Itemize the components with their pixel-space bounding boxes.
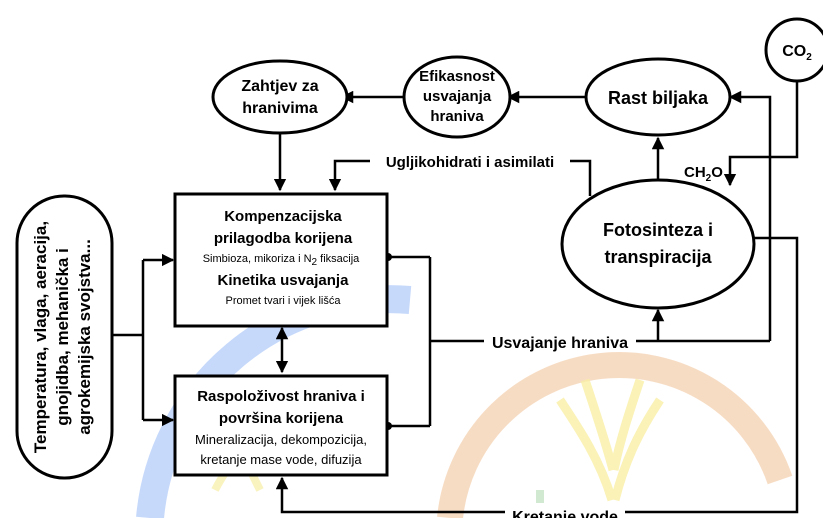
komp-detail-after: fiksacija [317, 253, 360, 265]
raspol-title-2: površina korijena [219, 410, 344, 427]
factors-capsule [15, 194, 114, 480]
raspol-detail-1: Mineralizacija, dekompozicija, [195, 432, 367, 447]
komp-detail: Simbioza, mikoriza i N2 fiksacija [203, 253, 360, 268]
komp-title-2: prilagodba korijena [214, 230, 353, 247]
line-kretanje-vode [275, 236, 799, 514]
node-factors: Temperatura, vlaga, aeracija, gnojidba, … [15, 194, 114, 480]
co2-circle [764, 17, 823, 83]
usvajanje-bg [484, 331, 636, 352]
node-fotosinteza: Fotosinteza i transpiracija [560, 178, 756, 310]
co2-base: CO [782, 43, 806, 60]
raspolozivost-box [173, 374, 389, 477]
arrow-co2-to-fotosinteza [723, 80, 799, 187]
node-efikasnost: Efikasnost usvajanja hraniva [402, 55, 512, 139]
ugljiko-label: Ugljikohidrati i asimilati [386, 154, 554, 171]
watermark-wheat [556, 378, 664, 502]
co2-subscript: 2 [806, 52, 812, 63]
edge-label-ch2o: CH2O [684, 164, 723, 184]
factors-label-2: gnojidba, mehanička i [53, 248, 72, 426]
ch2o-label: CH2O [684, 164, 723, 184]
kretanje-label: Kretanje vode [512, 509, 618, 518]
komp-detail-sub: 2 [312, 257, 318, 268]
watermark-orange-arc [437, 352, 793, 518]
node-co2: CO2 [764, 17, 823, 83]
factors-label-3: agrokemijska svojstva... [75, 239, 94, 435]
zahtjev-label-2: hranivima [242, 100, 318, 117]
komp-title-1: Kompenzacijska [224, 208, 342, 225]
usvajanje-label: Usvajanje hraniva [492, 335, 628, 352]
raspol-detail-2: kretanje mase vode, difuzija [200, 452, 362, 467]
zahtjev-label-1: Zahtjev za [241, 78, 318, 95]
komp-detail-before: Simbioza, mikoriza i N [203, 253, 312, 265]
node-kompenzacijska: Kompenzacijska prilagodba korijena Simbi… [173, 192, 389, 328]
fotosinteza-label-2: transpiracija [604, 247, 712, 267]
komp-detail-2: Promet tvari i vijek lišća [226, 295, 342, 307]
node-raspolozivost: Raspoloživost hraniva i površina korijen… [173, 374, 389, 477]
efikasnost-label-1: Efikasnost [419, 68, 495, 85]
arrow-up-to-rast [728, 90, 772, 341]
efikasnost-label-2: usvajanja [423, 88, 492, 105]
factors-label-1: Temperatura, vlaga, aeracija, [31, 221, 50, 453]
fotosinteza-ellipse [560, 178, 756, 310]
efikasnost-ellipse [402, 55, 512, 139]
kompenzacijska-box [173, 192, 389, 328]
ugljiko-bg [370, 151, 570, 172]
ch2o-subscript: 2 [706, 173, 712, 184]
edge-label-kretanje: Kretanje vode [505, 503, 625, 518]
raspol-title-1: Raspoloživost hraniva i [197, 388, 365, 405]
rast-label: Rast biljaka [608, 88, 709, 108]
node-rast: Rast biljaka [584, 57, 732, 137]
rast-ellipse [584, 57, 732, 137]
komp-title-3: Kinetika usvajanja [218, 272, 350, 289]
ch2o-base2: O [711, 164, 723, 181]
co2-label: CO2 [782, 43, 812, 63]
efikasnost-label-3: hraniva [430, 108, 484, 125]
zahtjev-ellipse [211, 59, 349, 135]
edge-label-ugljiko: Ugljikohidrati i asimilati [370, 151, 570, 172]
factors-rotated-text: Temperatura, vlaga, aeracija, gnojidba, … [31, 221, 94, 453]
edge-label-usvajanje: Usvajanje hraniva [484, 331, 636, 352]
ch2o-base1: CH [684, 164, 706, 181]
node-zahtjev: Zahtjev za hranivima [211, 59, 349, 135]
fotosinteza-label-1: Fotosinteza i [603, 220, 713, 240]
kretanje-bg [505, 503, 625, 518]
